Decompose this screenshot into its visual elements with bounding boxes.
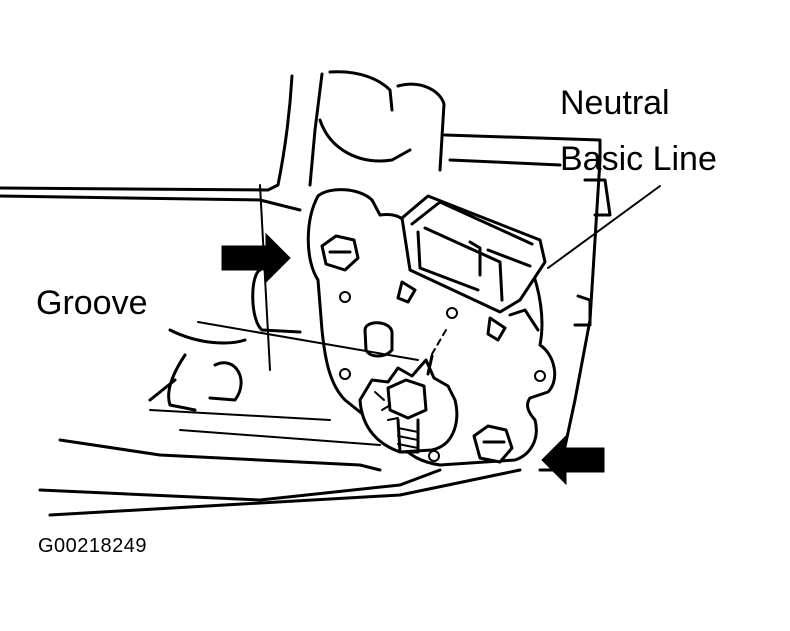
manual-shaft [358,354,459,454]
bottom-bolt [472,424,514,464]
arrow-right-icon [221,232,291,284]
neutral-label: Neutral [560,84,670,122]
switch-connector [396,194,547,342]
leader-lines [197,185,661,361]
groove-label: Groove [36,284,148,322]
top-bolt [320,234,360,272]
figure-id: G00218249 [38,535,148,557]
arrow-left-icon [541,434,605,486]
basic-line-label: Basic Line [560,140,717,178]
